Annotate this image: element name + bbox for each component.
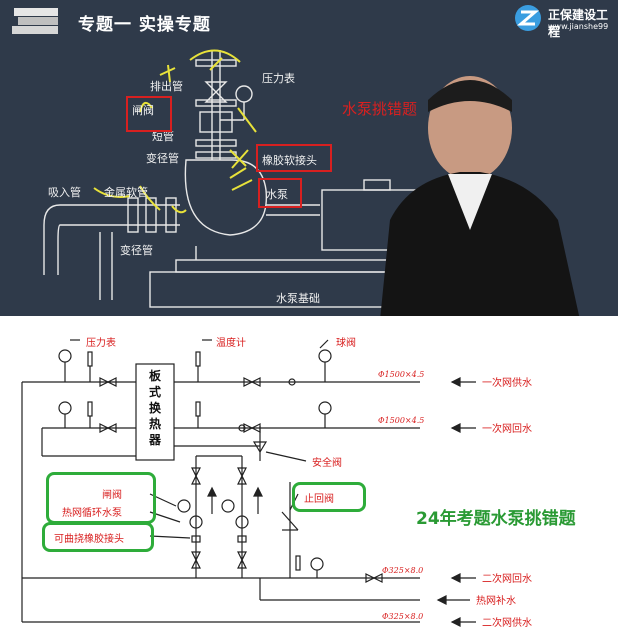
label-flex-joint: 可曲挠橡胶接头 xyxy=(54,534,124,545)
logo-icon xyxy=(515,5,541,31)
label-valve: 闸阀 xyxy=(132,104,154,117)
annotation-marks xyxy=(93,49,257,214)
label-makeup-water: 热网补水 xyxy=(476,596,516,607)
label-ball-valve: 球阀 xyxy=(336,338,356,349)
title-bar: 专题一 实操专题 正保建设工程 www.jianshe99 xyxy=(0,0,618,42)
presenter-figure xyxy=(380,76,580,316)
pump-diagram xyxy=(12,5,541,308)
logo-name: 正保建设工程 xyxy=(548,8,609,39)
top-caption: 水泵挑错题 xyxy=(342,100,418,118)
label-rubber-joint: 橡胶软接头 xyxy=(262,154,317,167)
highlight-rubber-joint xyxy=(256,144,332,172)
label-foundation: 水泵基础 xyxy=(276,292,320,305)
label-short-pipe: 短管 xyxy=(152,130,174,143)
pipe-size-secondary-return: Φ325×8.0 xyxy=(382,566,424,575)
label-safety-valve: 安全阀 xyxy=(312,458,342,469)
pipe-size-secondary-supply: Φ325×8.0 xyxy=(382,612,424,621)
video-frame: 专题一 实操专题 正保建设工程 www.jianshe99 水泵挑错题 排出管 … xyxy=(0,0,618,316)
label-thermometer: 温度计 xyxy=(216,338,246,349)
label-pump: 水泵 xyxy=(266,188,288,201)
label-outlet-pipe: 排出管 xyxy=(150,80,183,93)
heat-exchanger-label: 板式换热器 xyxy=(148,369,161,447)
label-pressure-gauge: 压力表 xyxy=(86,338,116,349)
label-primary-supply: 一次网供水 xyxy=(482,378,532,389)
label-inlet-pipe: 吸入管 xyxy=(48,186,81,199)
logo-url: www.jianshe99 xyxy=(548,22,609,31)
label-check-valve: 止回阀 xyxy=(304,494,334,505)
bottom-caption: 24年考题水泵挑错题 xyxy=(416,509,576,529)
highlight-check-valve xyxy=(292,482,366,512)
label-secondary-return: 二次网回水 xyxy=(482,574,532,585)
highlight-pump xyxy=(258,178,302,208)
pipe-size-primary-return: Φ1500×4.5 xyxy=(378,416,425,425)
book-stack-icon xyxy=(12,8,58,34)
label-primary-return: 一次网回水 xyxy=(482,424,532,435)
highlight-gate-valve-pump xyxy=(46,472,156,524)
label-pressure-gauge: 压力表 xyxy=(262,72,295,85)
heating-diagram-panel: 压力表 温度计 球阀 板式换热器 安全阀 闸阀 热网循环水泵 可曲挠橡胶接头 止… xyxy=(0,316,618,639)
label-secondary-supply: 二次网供水 xyxy=(482,618,532,629)
page-title: 专题一 实操专题 xyxy=(78,15,211,35)
highlight-flex-joint xyxy=(42,522,154,552)
highlight-valve xyxy=(126,96,172,132)
label-reducer-top: 变径管 xyxy=(146,152,179,165)
label-gate-valve: 闸阀 xyxy=(102,490,122,501)
label-reducer-bottom: 变径管 xyxy=(120,244,153,257)
pipe-size-primary-supply: Φ1500×4.5 xyxy=(378,370,425,379)
label-metal-hose: 金属软管 xyxy=(104,186,148,199)
label-circ-pump: 热网循环水泵 xyxy=(62,508,122,519)
heating-schematic xyxy=(21,339,476,627)
